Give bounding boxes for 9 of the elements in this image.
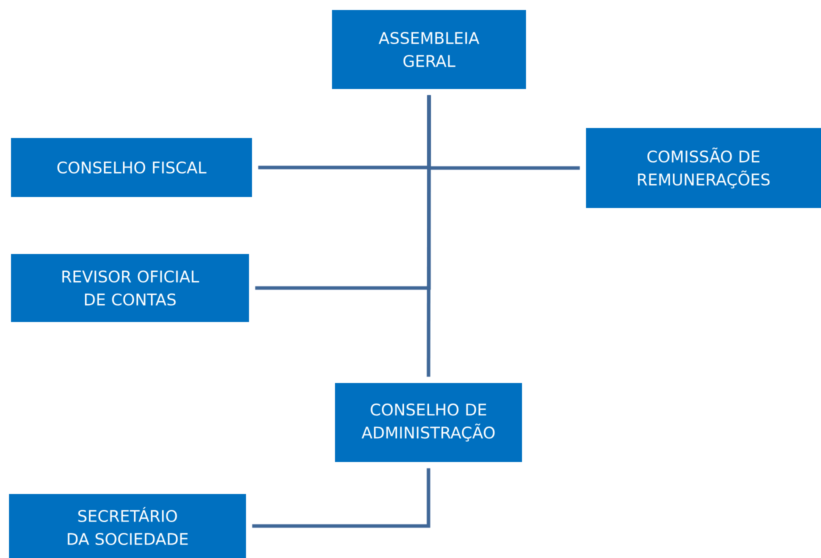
org-box: ASSEMBLEIA GERAL xyxy=(332,10,526,89)
connector-line xyxy=(252,468,430,528)
org-box: COMISSÃO DE REMUNERAÇÕES xyxy=(586,128,821,208)
org-box: CONSELHO FISCAL xyxy=(11,138,252,197)
connector-line xyxy=(426,95,431,377)
connector-line xyxy=(255,95,431,290)
org-box: REVISOR OFICIAL DE CONTAS xyxy=(11,254,249,322)
org-box: CONSELHO DE ADMINISTRAÇÃO xyxy=(335,383,522,462)
org-box: SECRETÁRIO DA SOCIEDADE xyxy=(9,494,246,558)
